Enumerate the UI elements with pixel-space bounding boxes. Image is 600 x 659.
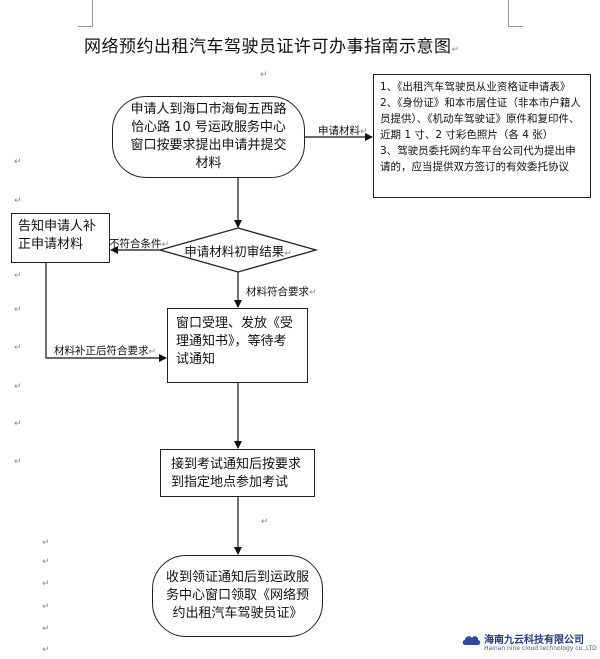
paragraph-mark: ↵ — [14, 196, 22, 206]
notify-supplement-box: 告知申请人补正申请材料 — [11, 213, 110, 263]
company-name: 海南九云科技有限公司 — [484, 635, 584, 646]
page-corner-mark — [508, 0, 523, 27]
company-watermark: 海南九云科技有限公司 Hainan nine cloud technology … — [462, 631, 597, 655]
label-meet-requirements: 材料符合要求↵ — [246, 286, 317, 298]
exam-box: 接到考试通知后按要求到指定地点参加考试 — [160, 449, 315, 497]
paragraph-mark: ↵ — [14, 343, 22, 353]
end-step: 收到领证通知后到运政服务中心窗口领取《网络预约出租汽车驾驶员证》 — [152, 555, 323, 637]
exam-box-text: 接到考试通知后按要求到指定地点参加考试 — [171, 457, 302, 490]
connector-notify-to-accept — [45, 262, 167, 362]
decision-diamond — [157, 227, 319, 273]
paragraph-mark: ↵ — [451, 45, 460, 55]
paragraph-mark: ↵ — [42, 645, 50, 655]
accept-box-text: 窗口受理、发放《受理通知书》，等待考试通知 — [176, 316, 294, 367]
accept-box: 窗口受理、发放《受理通知书》，等待考试通知 — [167, 308, 308, 383]
paragraph-mark: ↵ — [14, 419, 22, 429]
paragraph-mark: ↵ — [14, 271, 22, 281]
paragraph-mark: ↵ — [42, 624, 50, 634]
paragraph-mark: ↵ — [14, 157, 22, 167]
paragraph-mark: ↵ — [261, 517, 269, 527]
start-step: 申请人到海口市海甸五西路恰心路 10 号运政服务中心窗口按要求提出申请并提交材料 — [112, 96, 305, 178]
requirement-item: 2、《身份证》和本市居住证（非本市户籍人员提供）、《机动车驾驶证》原件和复印件、… — [380, 97, 581, 141]
requirements-box: 1、《出租汽车驾驶员从业资格证申请表》 2、《身份证》和本市居住证（非本市户籍人… — [373, 74, 591, 198]
paragraph-mark: ↵ — [14, 382, 22, 392]
requirement-item: 3、驾驶员委托网约车平台公司代为提出申请的，应当提供双方签订的有效委托协议 — [380, 145, 576, 173]
notify-supplement-text: 告知申请人补正申请材料 — [18, 219, 97, 252]
label-corrected-meet: 材料补正后符合要求↵ — [54, 345, 157, 357]
label-not-meet: 不符合条件↵ — [109, 238, 170, 250]
decision-label: 申请材料初审结果↵ — [184, 244, 292, 259]
paragraph-mark: ↵ — [42, 538, 50, 548]
cloud-logo-icon — [462, 636, 481, 645]
label-submit-materials: 申请材料↵ — [318, 125, 368, 137]
requirement-item: 1、《出租汽车驾驶员从业资格证申请表》 — [380, 81, 571, 93]
page-title: 网络预约出租汽车驾驶员证许可办事指南示意图↵ — [84, 37, 460, 57]
end-step-text: 收到领证通知后到运政服务中心窗口领取《网络预约出租汽车驾驶员证》 — [165, 570, 309, 621]
start-step-text: 申请人到海口市海甸五西路恰心路 10 号运政服务中心窗口按要求提出申请并提交材料 — [130, 102, 287, 171]
paragraph-mark: ↵ — [42, 579, 50, 589]
paragraph-mark: ↵ — [42, 557, 50, 567]
company-name-en: Hainan nine cloud technology co.,LTD — [484, 645, 597, 652]
paragraph-mark: ↵ — [260, 70, 268, 80]
paragraph-mark: ↵ — [14, 305, 22, 315]
paragraph-mark: ↵ — [42, 602, 50, 612]
page-corner-mark — [78, 0, 93, 27]
paragraph-mark: ↵ — [14, 457, 22, 467]
